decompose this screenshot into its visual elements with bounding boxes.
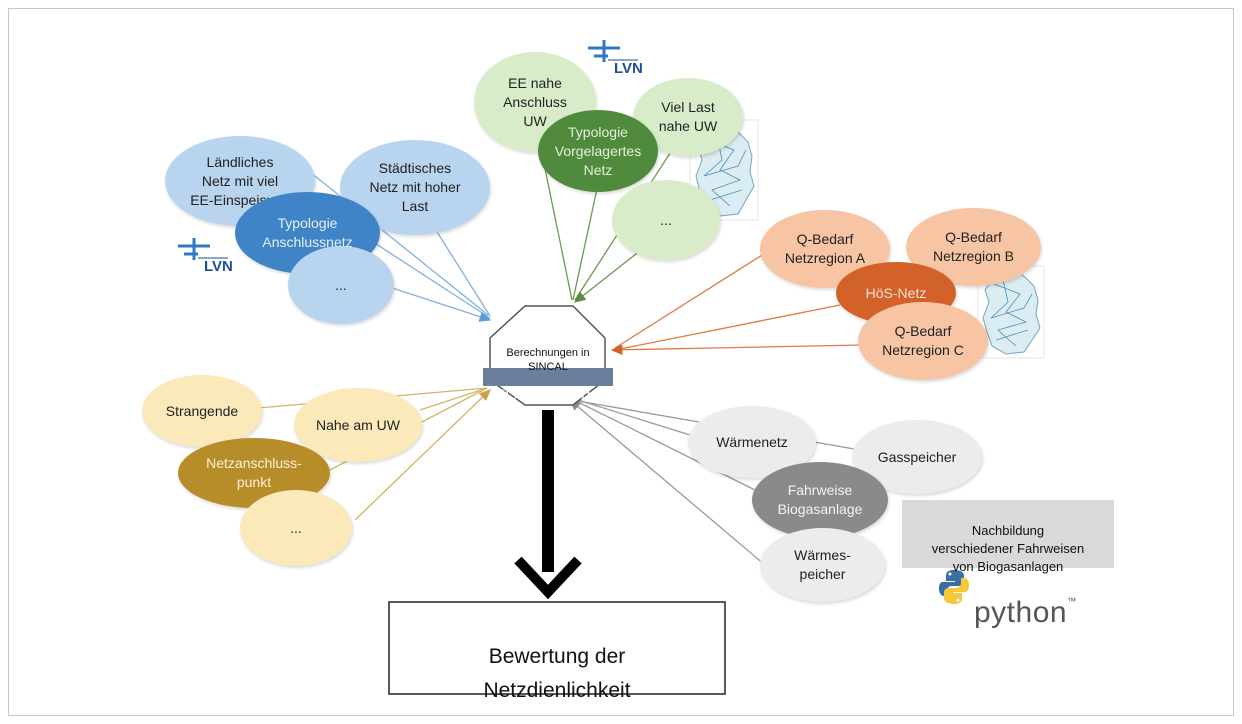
python-wordmark-label: python xyxy=(974,596,1068,629)
sincal-logo-bg xyxy=(483,368,613,386)
node-waermenetz: Wärmenetz xyxy=(688,406,816,478)
node-qbedarf-b-label: Q-Bedarf Netzregion B xyxy=(933,229,1014,264)
node-ee-nahe-label: EE nahe Anschluss UW xyxy=(503,74,567,129)
node-gasspeicher: Gasspeicher xyxy=(852,420,982,494)
down-arrow xyxy=(514,410,582,600)
result-box-frame xyxy=(388,601,726,695)
node-waermespeicher-label: Wärmes- peicher xyxy=(794,547,851,582)
lvn-logo-top: LVN xyxy=(586,38,643,80)
node-vorgelagertes-more-label: ... xyxy=(660,211,672,228)
node-fahrweise-biogas: Fahrweise Biogasanlage xyxy=(752,462,888,538)
node-nahe-am-uw: Nahe am UW xyxy=(294,388,422,462)
sincal-logo-label: PSS®SINCAL xyxy=(500,387,596,403)
node-waermenetz-label: Wärmenetz xyxy=(716,433,788,450)
center-title-label: Berechnungen in SINCAL xyxy=(506,347,590,373)
lvn-logo-top-label: LVN xyxy=(614,60,643,77)
node-qbedarf-a-label: Q-Bedarf Netzregion A xyxy=(784,231,866,266)
node-laendliches-netz: Ländliches Netz mit viel EE-Einspeisung xyxy=(165,136,315,226)
node-netzanschlusspunkt-label: Netzanschluss- punkt xyxy=(206,455,302,490)
connectors-hoes xyxy=(610,249,863,355)
lvn-logo-left: LVN xyxy=(176,236,233,278)
node-waermespeicher: Wärmes- peicher xyxy=(760,528,885,602)
node-qbedarf-c-label: Q-Bedarf Netzregion C xyxy=(882,323,964,358)
result-label: Bewertung der Netzdienlichkeit xyxy=(389,606,725,708)
node-laendliches-netz-label: Ländliches Netz mit viel EE-Einspeisung xyxy=(190,153,290,208)
node-typologie-vorgelagertes: Typologie Vorgelagertes Netz xyxy=(538,110,658,192)
node-fahrweise-biogas-label: Fahrweise Biogasanlage xyxy=(777,482,863,517)
node-strangende-label: Strangende xyxy=(165,402,239,419)
sincal-logo: PSS®SINCAL xyxy=(483,368,613,403)
node-hoes-netz-label: HöS-Netz xyxy=(865,284,927,301)
python-wordmark: python™ xyxy=(974,596,1077,629)
node-viel-last-label: Viel Last nahe UW xyxy=(658,99,718,134)
node-gasspeicher-label: Gasspeicher xyxy=(877,448,957,465)
node-netzanschluss-more: ... xyxy=(240,490,352,566)
node-strangende: Strangende xyxy=(142,375,262,447)
center-title: Berechnungen in SINCAL xyxy=(490,332,606,374)
node-typologie-vorgelagertes-label: Typologie Vorgelagertes Netz xyxy=(554,123,642,178)
node-nahe-am-uw-label: Nahe am UW xyxy=(315,416,401,433)
node-netzanschluss-more-label: ... xyxy=(290,519,302,536)
python-note-label: Nachbildung verschiedener Fahrweisen von… xyxy=(931,523,1085,574)
python-note: Nachbildung verschiedener Fahrweisen von… xyxy=(902,504,1114,576)
node-vorgelagertes-more: ... xyxy=(612,180,720,260)
node-qbedarf-c: Q-Bedarf Netzregion C xyxy=(858,302,988,380)
result-label-text: Bewertung der Netzdienlichkeit xyxy=(483,645,631,702)
python-logo-icon xyxy=(939,570,969,604)
lvn-logo-left-label: LVN xyxy=(204,258,233,275)
node-anschlussnetz-more-label: ... xyxy=(335,276,347,293)
python-note-bg xyxy=(902,500,1114,568)
node-anschlussnetz-more: ... xyxy=(288,246,394,324)
node-staedtisches-netz-label: Städtisches Netz mit hoher Last xyxy=(369,160,461,214)
